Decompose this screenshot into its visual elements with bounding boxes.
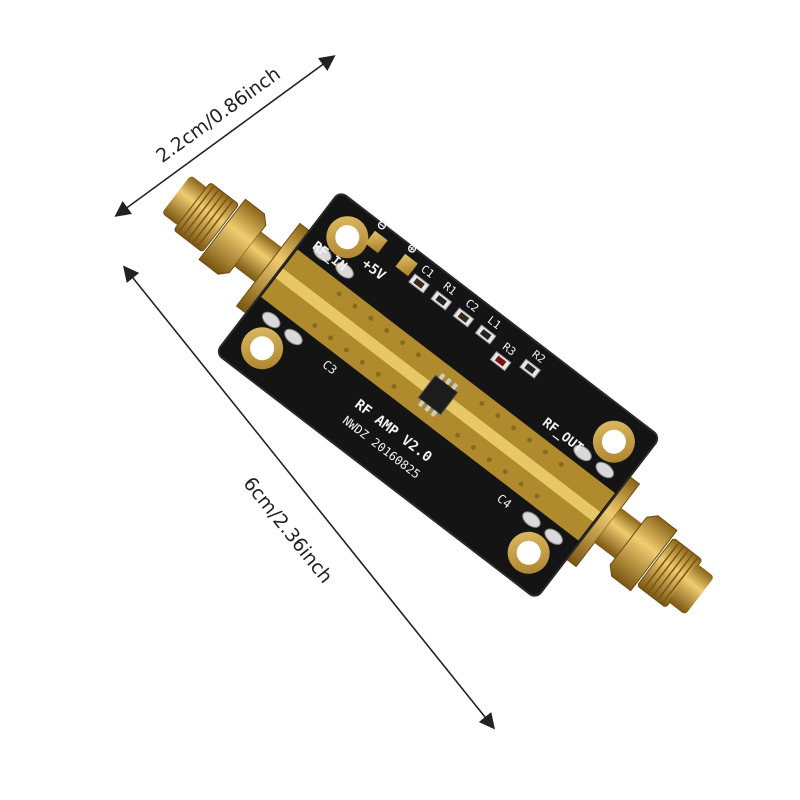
amplifier-ic (417, 374, 459, 416)
label-c1: C1 (418, 262, 436, 280)
label-r1: R1 (441, 280, 459, 298)
power-pad-minus (365, 230, 388, 254)
width-dimension: 2.2cm/0.86inch (114, 55, 336, 217)
label-r3: R3 (500, 340, 518, 358)
rf-amplifier-module: RF_IN RF_OUT +5V ⊖ ⊕ C1 R1 C2 L1 R3 R2 C… (163, 176, 713, 614)
length-label: 6cm/2.36inch (239, 473, 337, 588)
ic-leads (417, 373, 459, 417)
power-pad-plus (395, 253, 418, 277)
smd-components (408, 273, 541, 379)
sma-connector-input (163, 176, 311, 314)
via-array (312, 291, 564, 499)
label-c2: C2 (463, 297, 481, 315)
label-c4: C4 (494, 491, 514, 511)
solder-pins (261, 245, 615, 545)
mounting-holes (241, 216, 635, 574)
width-arrow (114, 55, 336, 217)
label-c3: C3 (320, 357, 340, 377)
width-label: 2.2cm/0.86inch (152, 63, 284, 168)
length-arrow (122, 265, 496, 730)
label-l1: L1 (485, 314, 503, 332)
label-r2: R2 (529, 348, 547, 366)
sma-connector-output (565, 476, 713, 614)
